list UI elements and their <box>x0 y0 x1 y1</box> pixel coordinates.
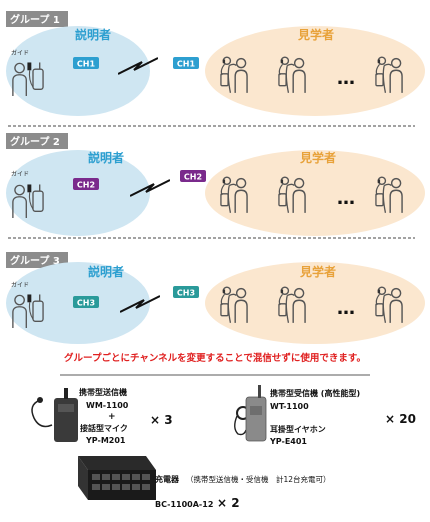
transmitter-name: 携帯型送信機 <box>79 387 127 397</box>
rx-channel-badge <box>180 170 206 182</box>
mic-name: 接話型マイク <box>80 423 128 433</box>
tx-channel-label: CH3 <box>77 299 95 308</box>
listener-area <box>205 262 425 344</box>
ellipsis: … <box>337 188 355 209</box>
group-tag-label: グループ 3 <box>10 254 60 267</box>
rx-channel-label: CH3 <box>177 289 195 298</box>
group-tag <box>6 11 68 27</box>
rx-channel-badge <box>173 57 199 69</box>
plus-sign: + <box>108 412 116 422</box>
charger-model: BC-1100A-12 <box>155 500 213 509</box>
ellipsis: … <box>337 68 355 89</box>
group-2-section: グループ 2 説明者 ガイド CH2 見学者 CH2 … <box>6 133 425 236</box>
group-3-section: グループ 3 説明者 ガイド CH3 見学者 CH3 … <box>6 252 425 344</box>
speaker-label: 説明者 <box>88 264 124 279</box>
speaker-label: 説明者 <box>75 27 111 42</box>
receiver-product: 携帯型受信機 (高性能型) WT-1100 耳掛型イヤホン YP-E401 × … <box>234 385 416 446</box>
listener-label: 見学者 <box>297 27 334 42</box>
guide-label: ガイド <box>11 49 29 57</box>
receiver-device-icon <box>245 396 267 442</box>
group-tag <box>6 252 68 268</box>
transmitter-quantity: × 3 <box>150 413 173 427</box>
tx-channel-label: CH1 <box>77 60 96 69</box>
charger-quantity: × 2 <box>217 496 240 510</box>
channel-note: グループごとにチャンネルを変更することで混信せずに使用できます。 <box>64 352 366 364</box>
rx-channel-label: CH2 <box>184 173 202 182</box>
transmitter-product: 携帯型送信機 WM-1100 + 接話型マイク YP-M201 × 3 <box>31 387 173 445</box>
listener-label: 見学者 <box>299 150 336 165</box>
tx-channel-label: CH2 <box>77 181 95 190</box>
group-tag <box>6 133 68 149</box>
mic-model: YP-M201 <box>85 436 126 445</box>
tx-channel-badge <box>73 178 99 190</box>
listener-area <box>205 150 425 236</box>
charger-name: 充電器 <box>155 474 180 484</box>
tx-channel-badge <box>73 57 99 69</box>
listener-label: 見学者 <box>299 264 336 279</box>
charger-device-icon <box>78 456 156 470</box>
speaker-label: 説明者 <box>88 150 124 165</box>
guide-label: ガイド <box>11 170 29 178</box>
tx-channel-badge <box>73 296 99 308</box>
earphone-name: 耳掛型イヤホン <box>270 424 326 434</box>
receiver-name: 携帯型受信機 (高性能型) <box>270 388 360 398</box>
guide-label: ガイド <box>11 281 29 289</box>
speaker-area <box>6 150 150 236</box>
group-tag-label: グループ 1 <box>10 13 60 26</box>
receiver-quantity: × 20 <box>385 412 416 426</box>
mic-head-icon <box>37 397 43 403</box>
earphone-model: YP-E401 <box>269 437 307 446</box>
group-1-section: グループ 1 説明者 ガイド CH1 見学者 CH1 … <box>6 11 425 116</box>
group-tag-label: グループ 2 <box>10 135 60 148</box>
rx-channel-badge <box>173 286 199 298</box>
speaker-area <box>6 26 150 116</box>
charger-detail: （携帯型送信機・受信機 計12台充電可） <box>186 474 331 484</box>
receiver-model: WT-1100 <box>270 402 309 411</box>
rx-channel-label: CH1 <box>177 60 196 69</box>
listener-area <box>205 26 425 116</box>
transmitter-model: WM-1100 <box>86 401 129 410</box>
mic-cable-icon <box>31 399 53 428</box>
ellipsis: … <box>337 298 355 319</box>
charger-product: 充電器 （携帯型送信機・受信機 計12台充電可） BC-1100A-12 × 2 <box>78 456 331 510</box>
